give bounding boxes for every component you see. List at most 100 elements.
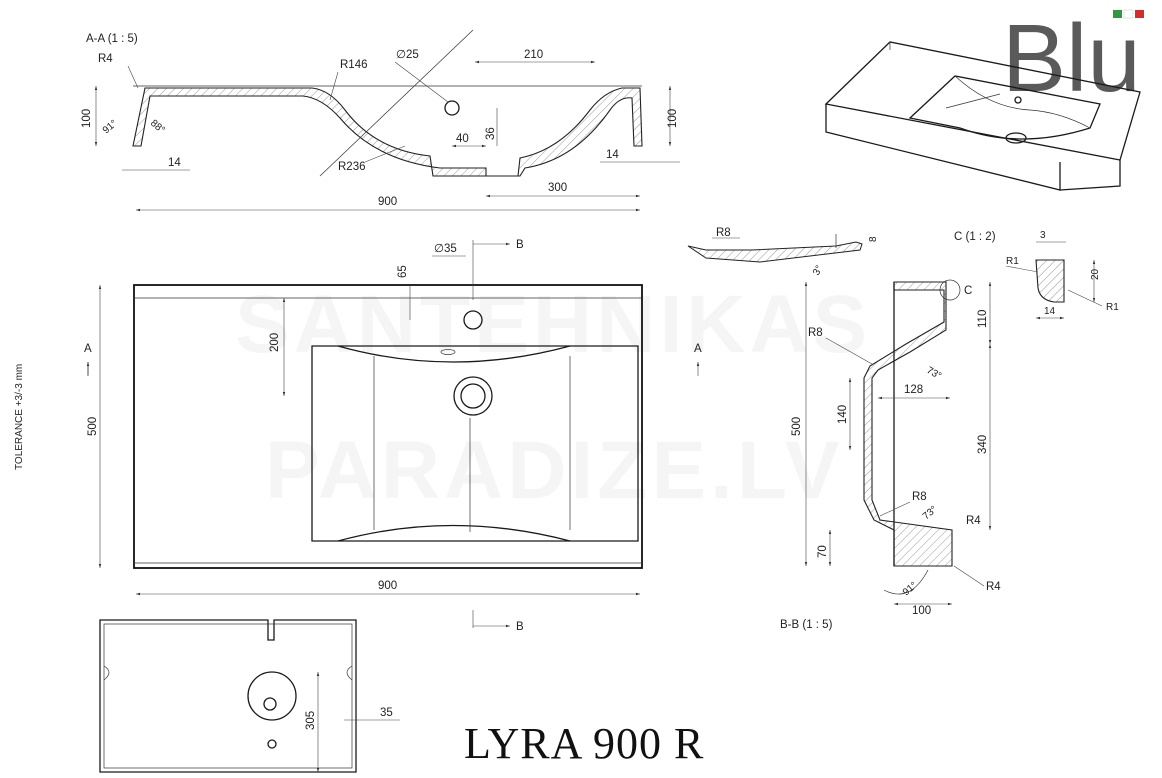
small-d8-label: 8: [868, 236, 879, 242]
dim-210-label: 210: [524, 49, 543, 61]
dim-14-right-label: 14: [606, 149, 619, 161]
detail-c-callout-label: C: [964, 285, 972, 297]
detail-r1-top-label: R1: [1006, 256, 1019, 267]
flag-white: [1123, 9, 1134, 19]
angle-91-label: 91°: [101, 118, 120, 136]
bottom-drain-inner-icon: [263, 697, 277, 711]
detail-c-shape: [1035, 259, 1065, 303]
leader-r1-right: [1067, 289, 1103, 307]
tap-hole-section: [444, 100, 460, 116]
section-bb-profile: [863, 281, 953, 567]
detail-c-label: C (1 : 2): [954, 231, 996, 243]
dim-128-label: 128: [904, 384, 923, 396]
small-profile: R8 8 3°: [687, 227, 879, 278]
section-a-label-right: A: [694, 343, 702, 355]
dim-h100-left-label: 100: [81, 109, 93, 128]
bottom-drain-outer-icon: [247, 671, 297, 721]
leader-r146: [329, 71, 339, 101]
bottom-tap-hole-icon: [267, 739, 277, 749]
iso-tap-hole-icon: [1014, 96, 1022, 104]
dim-900-top-label: 900: [378, 580, 397, 592]
section-b-label-bottom: B: [516, 621, 524, 633]
section-bb: C B-B (1 : 5) 500 110 340 128 140 70 100…: [780, 279, 1001, 631]
angle-88-label: 88°: [148, 118, 167, 136]
tolerance-note: TOLERANCE +3/-3 mm: [14, 364, 25, 470]
detail-d14-label: 14: [1044, 306, 1056, 317]
bowl-front-curve: [337, 524, 571, 542]
section-cut-line: [319, 29, 474, 177]
section-bb-label: B-B (1 : 5): [780, 619, 833, 631]
section-b-label-top: B: [516, 239, 524, 251]
section-a-label-left: A: [84, 343, 92, 355]
drain-outer-icon: [453, 376, 493, 416]
dim-r8-top-label: R8: [808, 327, 823, 339]
section-aa: A-A (1 : 5) 100 100 900 300 210 40 36 14…: [81, 29, 680, 212]
small-r8-label: R8: [716, 227, 731, 239]
angle-73-bottom-label: 73°: [921, 504, 940, 522]
detail-d20-label: 20: [1090, 268, 1101, 280]
basin-outline: [133, 284, 643, 569]
detail-d3-label: 3: [1040, 230, 1046, 241]
dim-r146-label: R146: [340, 59, 368, 71]
brand-logo: Blu: [1002, 5, 1144, 112]
iso-bowl-shelf: [945, 93, 1001, 109]
drain-inner-icon: [460, 383, 486, 409]
dim-300-label: 300: [548, 182, 567, 194]
dim-d35-label: ∅35: [434, 243, 457, 255]
product-title: LYRA 900 R: [464, 719, 704, 768]
dim-200-label: 200: [269, 333, 281, 352]
dim-35-bottom-label: 35: [380, 707, 393, 719]
dim-r236-label: R236: [338, 161, 366, 173]
detail-c-callout-circle: [939, 279, 961, 301]
top-view: 500 900 200 65 ∅35 B B A A: [84, 239, 702, 633]
dim-500-top-label: 500: [87, 417, 99, 436]
detail-c: C (1 : 2) 3 20 14 R1 R1: [954, 230, 1119, 320]
leader-r8-top: [825, 337, 873, 365]
iso-bowl-curve: [954, 75, 1091, 129]
leader-r1-top: [1005, 265, 1039, 273]
small-a3-label: 3°: [811, 264, 825, 278]
dim-140-label: 140: [837, 405, 849, 424]
overflow-slot: [440, 349, 456, 355]
dim-r4-top-label: R4: [966, 515, 981, 527]
dim-340-label: 340: [977, 435, 989, 454]
iso-side-face: [1059, 160, 1121, 191]
dim-r8-bottom-label: R8: [912, 491, 927, 503]
dim-r4-label: R4: [98, 53, 113, 65]
iso-drain-icon: [1005, 132, 1027, 144]
dim-36-label: 36: [485, 127, 497, 140]
bowl-back-curve: [337, 345, 571, 363]
isometric-view: [824, 41, 1141, 191]
dim-h100-right-label: 100: [667, 109, 679, 128]
tap-hole-icon: [463, 310, 483, 330]
section-aa-profile: [132, 87, 643, 177]
bottom-view: 305 35: [99, 619, 400, 773]
flag-green: [1113, 10, 1122, 18]
angle-91-bb-arc: [883, 569, 929, 595]
bottom-notch-right: [346, 665, 353, 681]
section-aa-label: A-A (1 : 5): [86, 33, 138, 45]
dim-305-label: 305: [305, 711, 317, 730]
dim-500-bb-label: 500: [791, 417, 803, 436]
dim-r4-bottom-label: R4: [986, 581, 1001, 593]
watermark-line2: PARADIZE.LV: [265, 425, 844, 516]
angle-91-bb-label: 91°: [901, 580, 920, 598]
watermark-line1: SANTEHNIKAS: [235, 279, 871, 370]
bottom-inner-outline: [103, 623, 353, 769]
flag-red: [1135, 10, 1144, 18]
leader-r4-bottom: [953, 565, 985, 587]
dim-40-label: 40: [456, 133, 469, 145]
leader-d25: [394, 61, 449, 103]
dim-70-label: 70: [817, 545, 829, 558]
dim-14-left-label: 14: [168, 157, 181, 169]
dim-100-bb-label: 100: [912, 605, 931, 617]
leader-r236: [364, 145, 406, 163]
watermark: SANTEHNIKAS PARADIZE.LV: [235, 279, 871, 516]
dim-d25-label: ∅25: [396, 49, 419, 61]
leader-r4: [127, 65, 139, 89]
bottom-notch-left: [103, 665, 110, 681]
iso-front-face: [825, 104, 1061, 191]
dim-900-aa-label: 900: [378, 196, 397, 208]
detail-r1-right-label: R1: [1106, 302, 1119, 313]
